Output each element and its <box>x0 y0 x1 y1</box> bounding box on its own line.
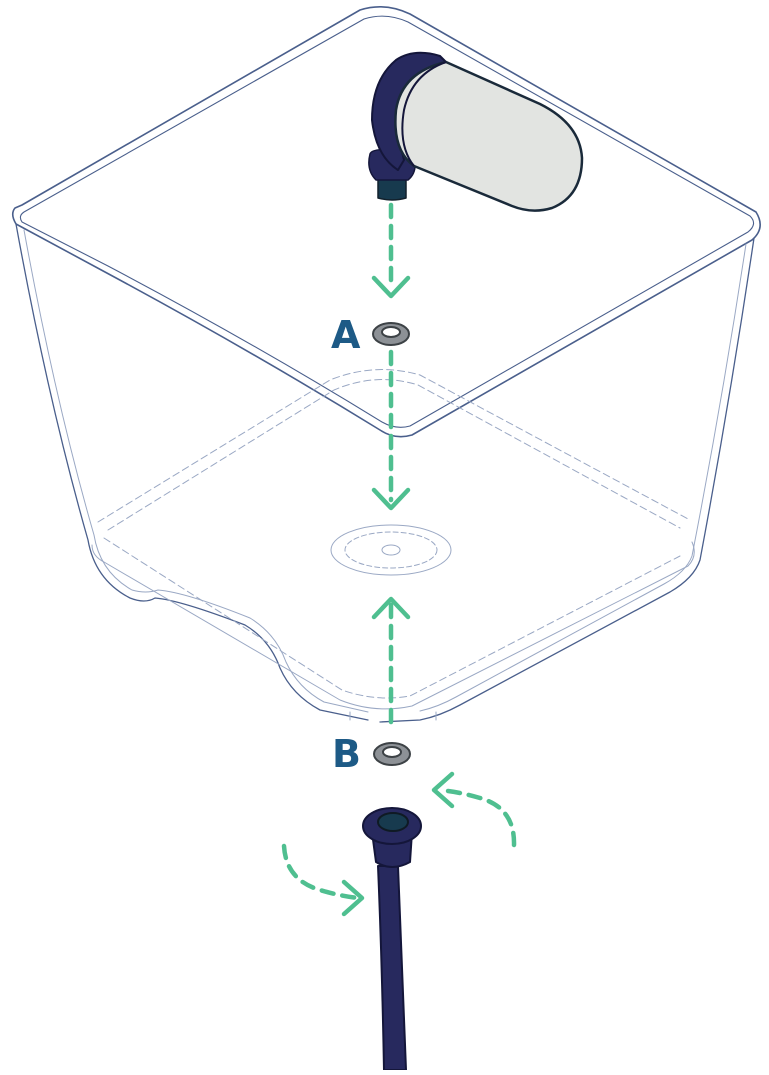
container-left-wall <box>16 224 368 720</box>
filter-cartridge <box>369 53 582 211</box>
filter-body <box>395 62 582 211</box>
container-floor-back <box>98 370 690 522</box>
hose-assembly <box>363 808 421 1070</box>
twist-left-arrow-line <box>284 846 358 898</box>
container-right-wall-inner <box>420 244 746 711</box>
label-washer-b: B <box>332 735 361 773</box>
hose-tube <box>378 866 406 1070</box>
washer-a-hole <box>382 327 400 337</box>
container-right-wall <box>380 238 754 722</box>
drain-disc-inner <box>345 532 437 568</box>
twist-right-arrow-line <box>440 790 514 845</box>
container-left-wall-inner <box>24 230 368 712</box>
label-washer-a: A <box>331 316 360 354</box>
washer-b <box>374 743 410 765</box>
hose-connector-opening <box>378 813 408 831</box>
washer-b-hole <box>383 747 401 757</box>
washer-a <box>373 323 409 345</box>
drain-hole <box>382 545 400 555</box>
